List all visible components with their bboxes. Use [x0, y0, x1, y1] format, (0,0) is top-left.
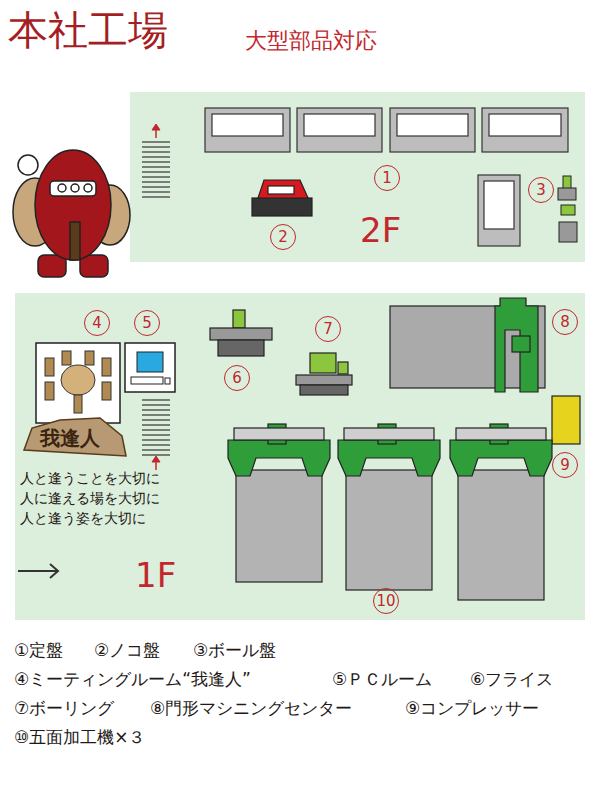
stair-step [142, 176, 170, 177]
machine-rail [234, 428, 324, 440]
callout-number: 8 [552, 309, 578, 335]
motto-line: 人と逢うことを大切に [20, 470, 160, 487]
machine-gantry [338, 440, 440, 476]
stair-step [142, 171, 170, 172]
machine-gantry [450, 440, 552, 476]
stair-step [142, 409, 170, 410]
entrance-arrow [18, 564, 58, 578]
key-item: ⑦ボーリング [14, 698, 114, 718]
stair-step [142, 196, 170, 197]
boring-machine [296, 353, 352, 395]
machine-table [458, 470, 544, 600]
stair-step [142, 141, 170, 142]
machine-table [346, 470, 432, 590]
key-item: ④ミーティングルーム“我逢人” [14, 669, 251, 689]
machine-gantry [228, 440, 330, 476]
key-item: ①定盤 [14, 640, 63, 660]
callout-number: 3 [528, 177, 554, 203]
page-title: 本社工場 [8, 6, 168, 54]
stair-step [142, 186, 170, 187]
stair-step [142, 439, 170, 440]
stair-step [142, 449, 170, 450]
key-item: ⑥フライス [470, 669, 553, 689]
motto-line: 人と逢う姿を大切に [20, 510, 146, 527]
stair-arrows [152, 124, 160, 470]
machine-table [236, 470, 322, 582]
stair-step [142, 166, 170, 167]
stair-step [142, 181, 170, 182]
mascot [13, 150, 130, 277]
sign-text: 我逢人 [40, 426, 100, 450]
stair-step [142, 191, 170, 192]
saw-machine [252, 180, 312, 216]
callout-number: 10 [373, 588, 399, 614]
callout-number: 1 [374, 165, 400, 191]
stair-step [142, 414, 170, 415]
key-item: ⑤ＰＣルーム [332, 669, 432, 689]
stair-step [142, 429, 170, 430]
callout-number: 2 [270, 224, 296, 250]
key-item: ⑩五面加工機×３ [14, 727, 145, 747]
stair-step [142, 419, 170, 420]
motto-line: 人に逢える場を大切に [20, 490, 160, 507]
stair-step [142, 404, 170, 405]
floor-label: 2F [360, 210, 401, 251]
callout-number: 9 [552, 452, 578, 478]
pc-room [125, 343, 175, 392]
milling-machine [210, 310, 272, 356]
stair-step [142, 444, 170, 445]
floor-2f [130, 92, 585, 262]
floor-label: 1F [135, 555, 176, 596]
callout-number: 6 [224, 365, 250, 391]
key-item: ⑨コンプレッサー [405, 698, 539, 718]
stairs [142, 142, 170, 455]
key-item: ③ボール盤 [193, 640, 276, 660]
floor-panel: 2F [130, 92, 585, 262]
subtitle: 大型部品対応 [245, 28, 377, 54]
stair-step [142, 424, 170, 425]
stair-step [142, 146, 170, 147]
stair-step [142, 156, 170, 157]
stair-step [142, 434, 170, 435]
stair-step [142, 161, 170, 162]
stair-step [142, 399, 170, 400]
machine-rail [456, 428, 546, 440]
floor-1f [15, 293, 585, 620]
meeting-room [24, 343, 126, 456]
machine-rail [344, 428, 434, 440]
five-face-machines [228, 424, 552, 600]
key-item: ⑧門形マシニングセンター [150, 698, 352, 718]
compressor [552, 396, 580, 444]
stair-step [142, 151, 170, 152]
floor-panel: 1F [15, 293, 585, 620]
key-item: ②ノコ盤 [94, 640, 160, 660]
gantry-machining-center [390, 298, 545, 392]
callout-number: 5 [134, 310, 160, 336]
callout-number: 7 [315, 316, 341, 342]
callout-number: 4 [84, 310, 110, 336]
drill-press [558, 176, 577, 242]
